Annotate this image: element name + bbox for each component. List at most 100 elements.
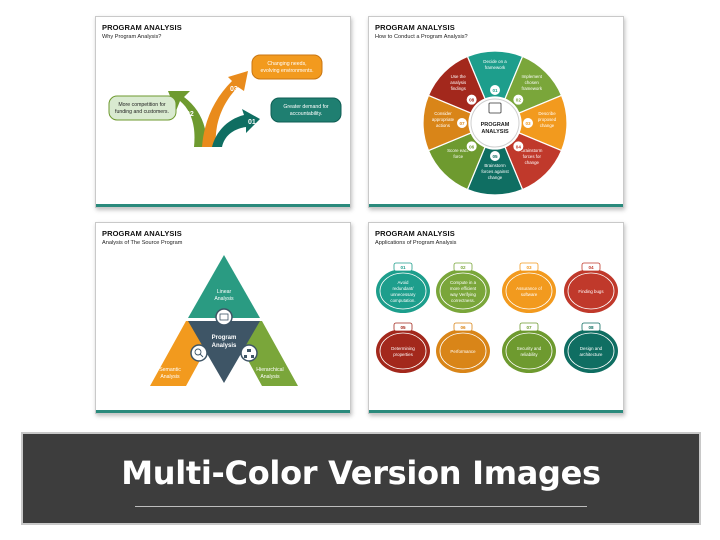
- wheel-segment-05-text-3: change: [488, 175, 503, 180]
- badge-01-ring: [379, 272, 427, 310]
- badge-04: [564, 269, 618, 313]
- badge-05: [376, 329, 430, 373]
- wheel-center-line2: ANALYSIS: [481, 129, 509, 135]
- label-03-line2: evolving environments.: [260, 68, 313, 74]
- badge-05-tag: [393, 322, 413, 332]
- badge-02: [436, 269, 490, 313]
- label-box-03: [251, 54, 323, 80]
- label-box-02: [108, 95, 177, 121]
- num-01: 01: [248, 119, 256, 126]
- slide-title: PROGRAM ANALYSIS: [102, 23, 182, 32]
- wheel-segment-03-number: 03: [525, 121, 531, 126]
- wheel-segment-02-text-1: Implement: [522, 74, 543, 79]
- badge-05-number: 05: [400, 325, 406, 330]
- num-02: 02: [186, 111, 194, 118]
- badge-04-number: 04: [588, 265, 594, 270]
- wheel-segment-08-badge: [465, 93, 478, 106]
- badge-03: [502, 269, 556, 313]
- slide-title: PROGRAM ANALYSIS: [102, 229, 182, 238]
- wheel-segment-07-text-2: appropriate: [432, 117, 455, 122]
- badge-06-number: 06: [460, 325, 466, 330]
- badge-03-text-2: software: [521, 292, 538, 297]
- badge-03-number: 03: [526, 265, 532, 270]
- badge-06-text-1: Performance: [450, 349, 476, 354]
- badge-04-tag: [581, 262, 601, 272]
- badge-06-ring: [439, 332, 487, 370]
- magnifier-icon-handle: [199, 353, 204, 358]
- slide-why-program-analysis: PROGRAM ANALYSIS Why Program Analysis? 0…: [95, 16, 351, 208]
- magnifier-icon-glyph: [194, 348, 202, 356]
- wheel-segment-01-text-2: framework: [485, 65, 506, 70]
- wheel-segment-03-text-2: proposed: [538, 117, 557, 122]
- slide-accent-bar: [96, 410, 350, 413]
- tri-left-line2: Analysis: [160, 374, 180, 380]
- slide-accent-bar: [369, 204, 623, 207]
- badge-08-ring: [567, 332, 615, 370]
- wheel-segment-03-badge: [522, 117, 534, 129]
- badge-05-text-1: Determining: [391, 346, 415, 351]
- wheel-segment-03-text-3: change: [540, 123, 555, 128]
- wheel-segment-01-number: 01: [492, 88, 498, 93]
- badge-05-ring: [379, 332, 427, 370]
- badge-01-text-4: computation.: [390, 298, 415, 303]
- label-02-line2: funding and customers.: [115, 109, 169, 115]
- label-03-line1: Changing needs,: [267, 61, 306, 67]
- slide-subtitle: Why Program Analysis?: [102, 34, 162, 40]
- slide-subtitle: Analysis of The Source Program: [102, 240, 183, 246]
- badge-01-text-3: unnecessary: [391, 292, 417, 297]
- badge-02-text-4: correctness.: [451, 298, 475, 303]
- badge-08-text-2: architecture: [580, 352, 603, 357]
- tri-center-line2: Analysis: [212, 343, 237, 349]
- monitor-icon: [488, 102, 502, 114]
- wheel-segment-07-text-1: Consider: [434, 111, 452, 116]
- slide-applications: PROGRAM ANALYSIS Applications of Program…: [368, 222, 624, 414]
- wheel-segment-03-text-1: Describe: [538, 111, 556, 116]
- triangle-diagram: Linear Analysis Semantic Analysis Hierar…: [150, 255, 298, 386]
- badge-08-tag: [581, 322, 601, 332]
- badge-01-text-1: Avoid: [398, 280, 409, 285]
- badge-02-text-3: way Verifying: [450, 292, 476, 297]
- slide-subtitle: Applications of Program Analysis: [375, 240, 457, 246]
- badge-02-text-1: Compute in a: [450, 280, 477, 285]
- badge-01-text-2: redundant/: [393, 286, 415, 291]
- badge-03-text-1: Assurance of: [516, 286, 542, 291]
- wheel-segment-08-text-2: analysis: [450, 80, 467, 85]
- wheel-segment-08-text-1: Use the: [451, 74, 467, 79]
- arrows-diagram: 02 03 01 More competition for funding an…: [108, 54, 342, 147]
- slide-how-to-conduct: PROGRAM ANALYSIS How to Conduct a Progra…: [368, 16, 624, 208]
- wheel-segment-08-number: 08: [469, 98, 475, 103]
- tri-left-line1: Semantic: [159, 367, 181, 373]
- magnifier-icon: [190, 344, 208, 362]
- badge-04-ring: [567, 272, 615, 310]
- badge-07-text-2: reliability: [520, 352, 538, 357]
- badge-07-ring: [505, 332, 553, 370]
- triangle-center: [188, 321, 260, 383]
- slide-subtitle: How to Conduct a Program Analysis?: [375, 34, 468, 40]
- wheel-segment-01-text-1: Decide on a: [483, 59, 507, 64]
- tri-center-line1: Program: [212, 335, 237, 341]
- wheel-segment-04-badge: [512, 140, 525, 153]
- tri-top-line2: Analysis: [214, 296, 234, 302]
- wheel-segment-05-text-2: forces against: [481, 169, 509, 174]
- tri-right-line1: Hierarchical: [256, 367, 283, 373]
- slide-source-program: PROGRAM ANALYSIS Analysis of The Source …: [95, 222, 351, 414]
- badge-05-text-2: properties: [393, 352, 413, 357]
- badge-02-ring: [439, 272, 487, 310]
- badges-diagram: 01Avoidredundant/unnecessarycomputation.…: [376, 262, 618, 373]
- badge-07-number: 07: [526, 325, 532, 330]
- triangle-top: [188, 255, 260, 318]
- arrow-01: [212, 109, 260, 147]
- badge-02-tag: [453, 262, 473, 272]
- arrow-02: [168, 91, 207, 147]
- wheel-segment-05-text-1: Brainstorm: [484, 163, 506, 168]
- wheel-segment-07-text-3: actions: [436, 123, 451, 128]
- wheel-segment-02-text-2: chosen: [525, 80, 540, 85]
- hierarchy-icon-left: [244, 355, 247, 358]
- label-box-01: [270, 97, 342, 123]
- wheel-segment-02-badge: [512, 93, 525, 106]
- badge-06-tag: [453, 322, 473, 332]
- hierarchy-icon-top: [247, 349, 251, 352]
- wheel-segment-05-number: 05: [492, 154, 498, 159]
- badge-01: [376, 269, 430, 313]
- badge-02-number: 02: [460, 265, 466, 270]
